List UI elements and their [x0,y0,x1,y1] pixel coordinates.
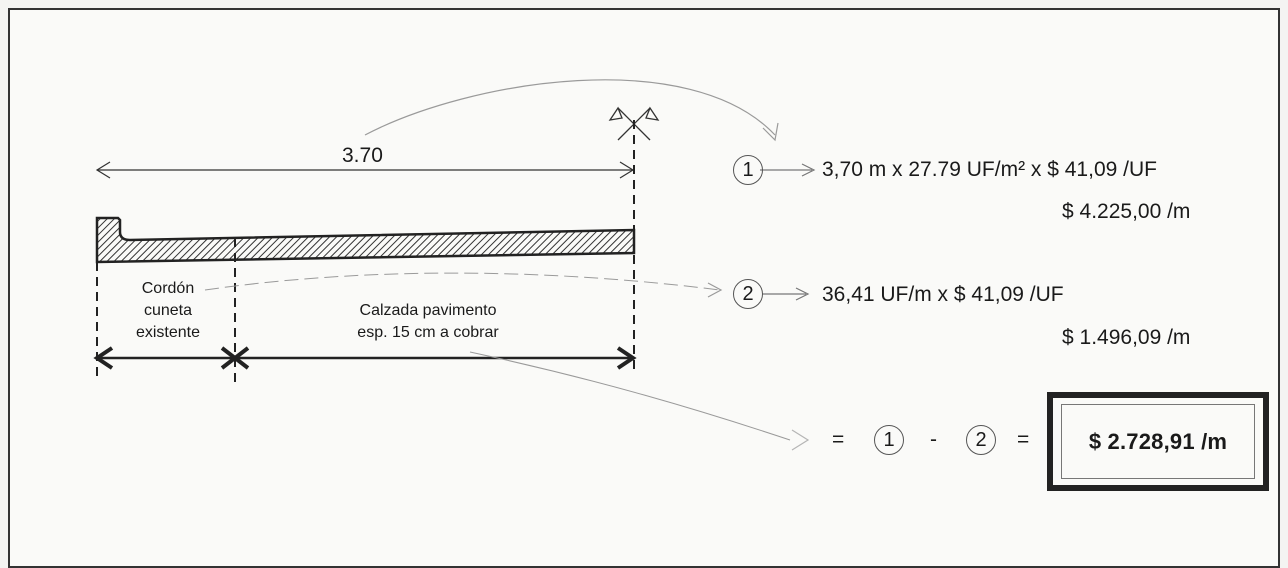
dimension-label: 3.70 [342,144,383,167]
calc2-result: $ 1.496,09 /m [1062,326,1191,349]
calc2-formula: 36,41 UF/m x $ 41,09 /UF [822,283,1064,306]
arrow-to-calc2-head [707,282,723,298]
calc1-formula: 3,70 m x 27.79 UF/m² x $ 41,09 /UF [822,158,1157,181]
dimension-arrow-left [95,161,111,179]
total-minus: - [930,428,937,451]
calc2-number-circle: 2 [733,279,763,309]
pavement-label-line2: esp. 15 cm a cobrar [357,324,499,341]
figure-frame [8,8,1280,568]
curb-and-pavement-section [95,216,636,264]
total-result-box: $ 2.728,91 /m [1047,392,1269,491]
pavement-arrow-left [231,346,250,370]
curb-label-line1: Cordón [141,280,195,297]
total-ref2-circle: 2 [966,425,996,455]
arrow-to-total [469,351,791,441]
total-ref1-circle: 1 [874,425,904,455]
arrow-to-calc2 [204,272,721,291]
total-result-value: $ 2.728,91 /m [1061,404,1255,479]
calc1-number-circle: 1 [733,155,763,185]
total-equals2: = [1017,428,1030,451]
arrow-to-calc1 [364,79,776,136]
figure: 3.70 Cordón cuneta existente Calzada pav… [8,8,1280,568]
calc2-pointer-head [795,287,810,301]
cross-section-drawing [93,79,816,451]
arrow-to-total-head [791,429,810,451]
total-equals: = [832,428,845,451]
curb-label-line2: cuneta [143,302,193,319]
arrow-to-calc1-head [762,122,779,142]
curb-label-line3: existente [135,324,201,341]
pavement-arrow-right [616,346,637,370]
curb-arrow-left [93,346,114,370]
pavement-label-line1: Calzada pavimento [359,302,497,319]
pavement-label: Calzada pavimento esp. 15 cm a cobrar [318,300,538,344]
calc1-result: $ 4.225,00 /m [1062,200,1191,223]
calc1-pointer-head [801,163,816,177]
curb-label: Cordón cuneta existente [108,278,228,344]
